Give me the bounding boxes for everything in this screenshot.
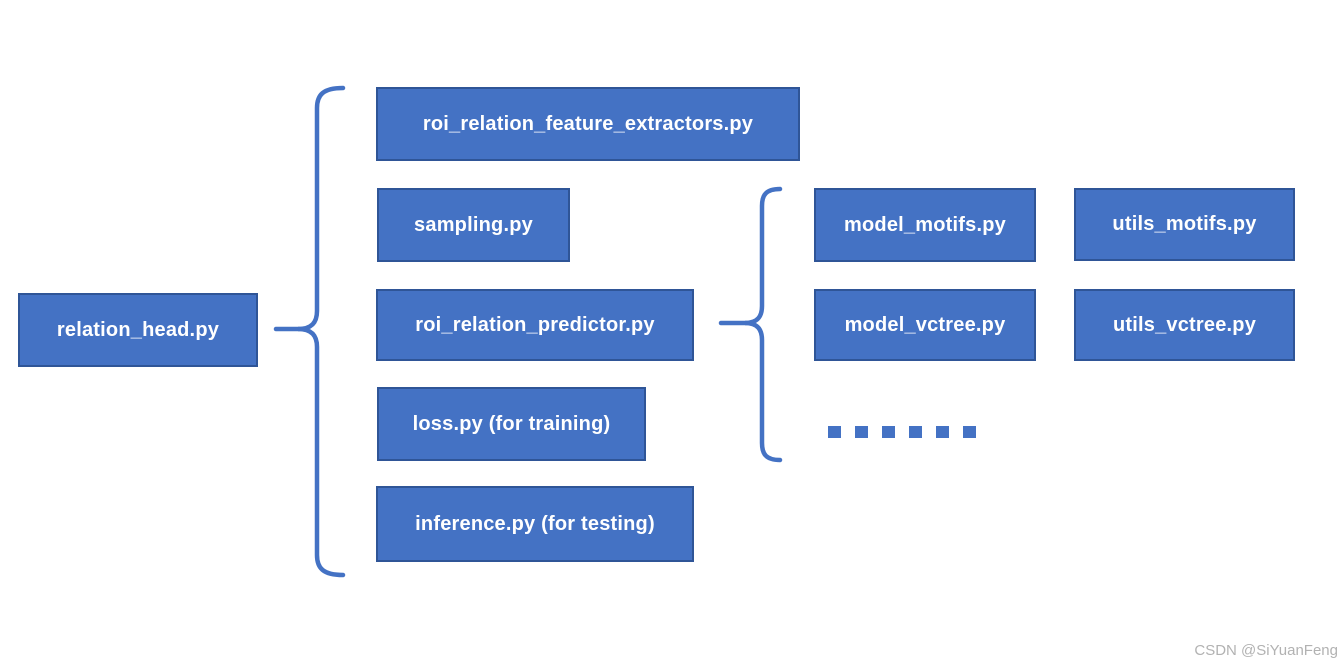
left-curly-brace xyxy=(297,85,346,578)
node-utils-vctree: utils_vctree.py xyxy=(1074,289,1295,361)
node-model-motifs: model_motifs.py xyxy=(814,188,1036,262)
watermark-text: CSDN @SiYuanFeng xyxy=(1194,642,1338,659)
node-relation-head: relation_head.py xyxy=(18,293,258,367)
ellipsis-dot xyxy=(963,426,976,438)
ellipsis-dot xyxy=(909,426,922,438)
node-utils-motifs: utils_motifs.py xyxy=(1074,188,1295,261)
ellipsis-dots xyxy=(828,426,976,438)
node-inference: inference.py (for testing) xyxy=(376,486,694,562)
node-roi-relation-feature-extractors: roi_relation_feature_extractors.py xyxy=(376,87,800,161)
node-loss: loss.py (for training) xyxy=(377,387,646,461)
right-curly-brace xyxy=(744,186,783,463)
ellipsis-dot xyxy=(828,426,841,438)
ellipsis-dot xyxy=(855,426,868,438)
node-model-vctree: model_vctree.py xyxy=(814,289,1036,361)
node-roi-relation-predictor: roi_relation_predictor.py xyxy=(376,289,694,361)
ellipsis-dot xyxy=(936,426,949,438)
node-sampling: sampling.py xyxy=(377,188,570,262)
ellipsis-dot xyxy=(882,426,895,438)
